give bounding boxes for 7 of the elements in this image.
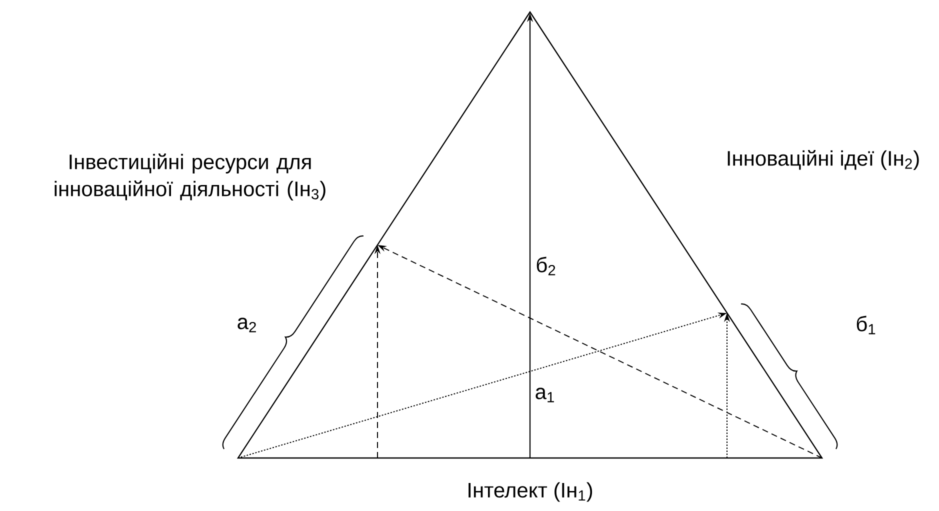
segment-label: б$_{2}$ xyxy=(536,256,556,276)
vertex-label: Інвестиційні ресурси для інноваційної діяльності (Ін$_{3}$) xyxy=(54,154,326,200)
segment-label: а$_{2}$ xyxy=(238,318,256,332)
vertex-label: Інтелект (Ін$_{1}$) xyxy=(468,482,592,502)
vertex-label: Інноваційні ідеї (Ін$_{2}$) xyxy=(728,150,919,170)
segment-label: б$_{1}$ xyxy=(856,316,876,334)
segment-label: а$_{1}$ xyxy=(536,388,554,402)
